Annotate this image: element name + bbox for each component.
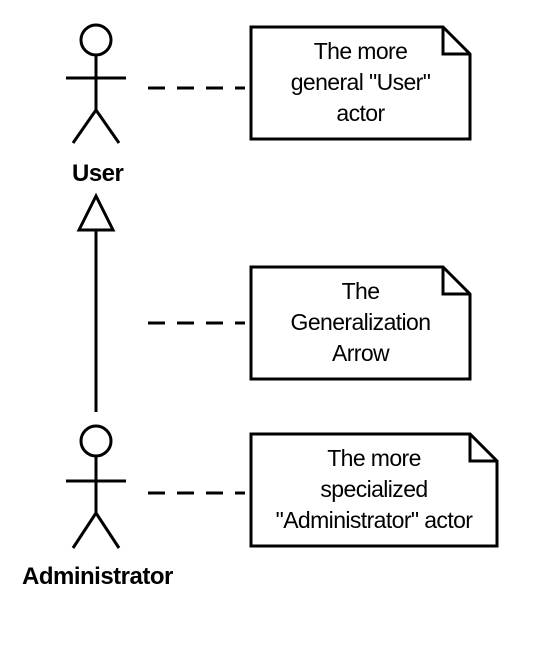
note-text-general-user: The more general "User" actor — [251, 36, 470, 129]
note-shape-general-user — [249, 25, 472, 141]
note-shape-specialized-admin — [249, 432, 499, 548]
note-line: "Administrator" actor — [275, 507, 473, 533]
note-line: general "User" — [290, 69, 431, 95]
administrator-actor-label: Administrator — [22, 563, 173, 590]
note-shape-generalization-arrow — [249, 265, 472, 381]
note-line: actor — [336, 100, 385, 126]
note-line: specialized — [320, 476, 428, 502]
note-line: The more — [313, 38, 408, 64]
user-actor-label: User — [72, 160, 124, 187]
user-actor-figure — [66, 23, 126, 144]
generalization-arrowhead — [76, 192, 116, 232]
note-line: Generalization — [290, 309, 432, 335]
note-line: The more — [327, 445, 421, 471]
note-line: Arrow — [331, 340, 390, 366]
note-text-generalization-arrow: The Generalization Arrow — [251, 276, 470, 369]
note-line: The — [341, 278, 380, 304]
note-text-specialized-admin: The more specialized "Administrator" act… — [251, 443, 497, 536]
administrator-actor-figure — [66, 424, 126, 549]
